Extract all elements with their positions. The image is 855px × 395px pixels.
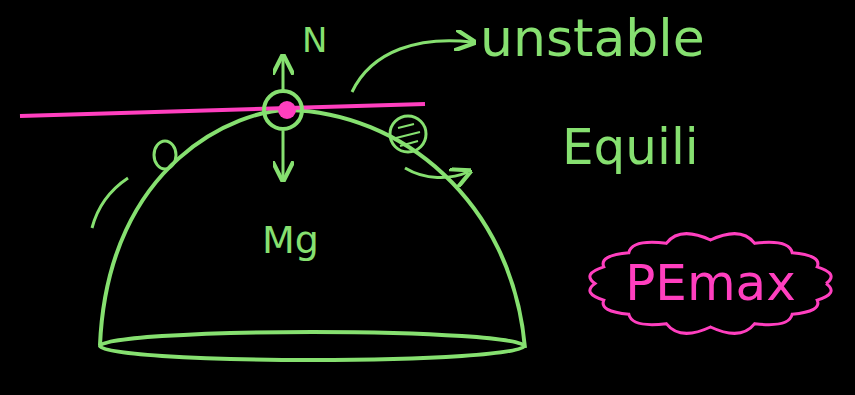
handwritten-label: Equili bbox=[562, 120, 699, 175]
handwritten-label: Mg bbox=[262, 220, 319, 262]
ball-left bbox=[154, 141, 176, 169]
handwritten-label: N bbox=[302, 22, 327, 59]
leader-line bbox=[352, 41, 472, 92]
center-dot bbox=[278, 101, 296, 119]
ball-hatching bbox=[396, 124, 420, 146]
motion-arrow bbox=[92, 178, 128, 228]
hemisphere-base bbox=[100, 332, 524, 360]
normal-force-arrow bbox=[282, 58, 285, 90]
weight-arrow bbox=[282, 131, 285, 178]
node-text: PEmax bbox=[625, 256, 796, 311]
handwritten-label: unstable bbox=[480, 10, 705, 67]
cloud-bubble: PEmax bbox=[583, 228, 838, 339]
tangent-line bbox=[20, 104, 425, 116]
ball bbox=[264, 91, 302, 129]
cloud-path bbox=[590, 234, 831, 334]
hemisphere-dome bbox=[100, 110, 525, 348]
ball-right bbox=[390, 116, 426, 152]
motion-arrow bbox=[405, 168, 468, 178]
